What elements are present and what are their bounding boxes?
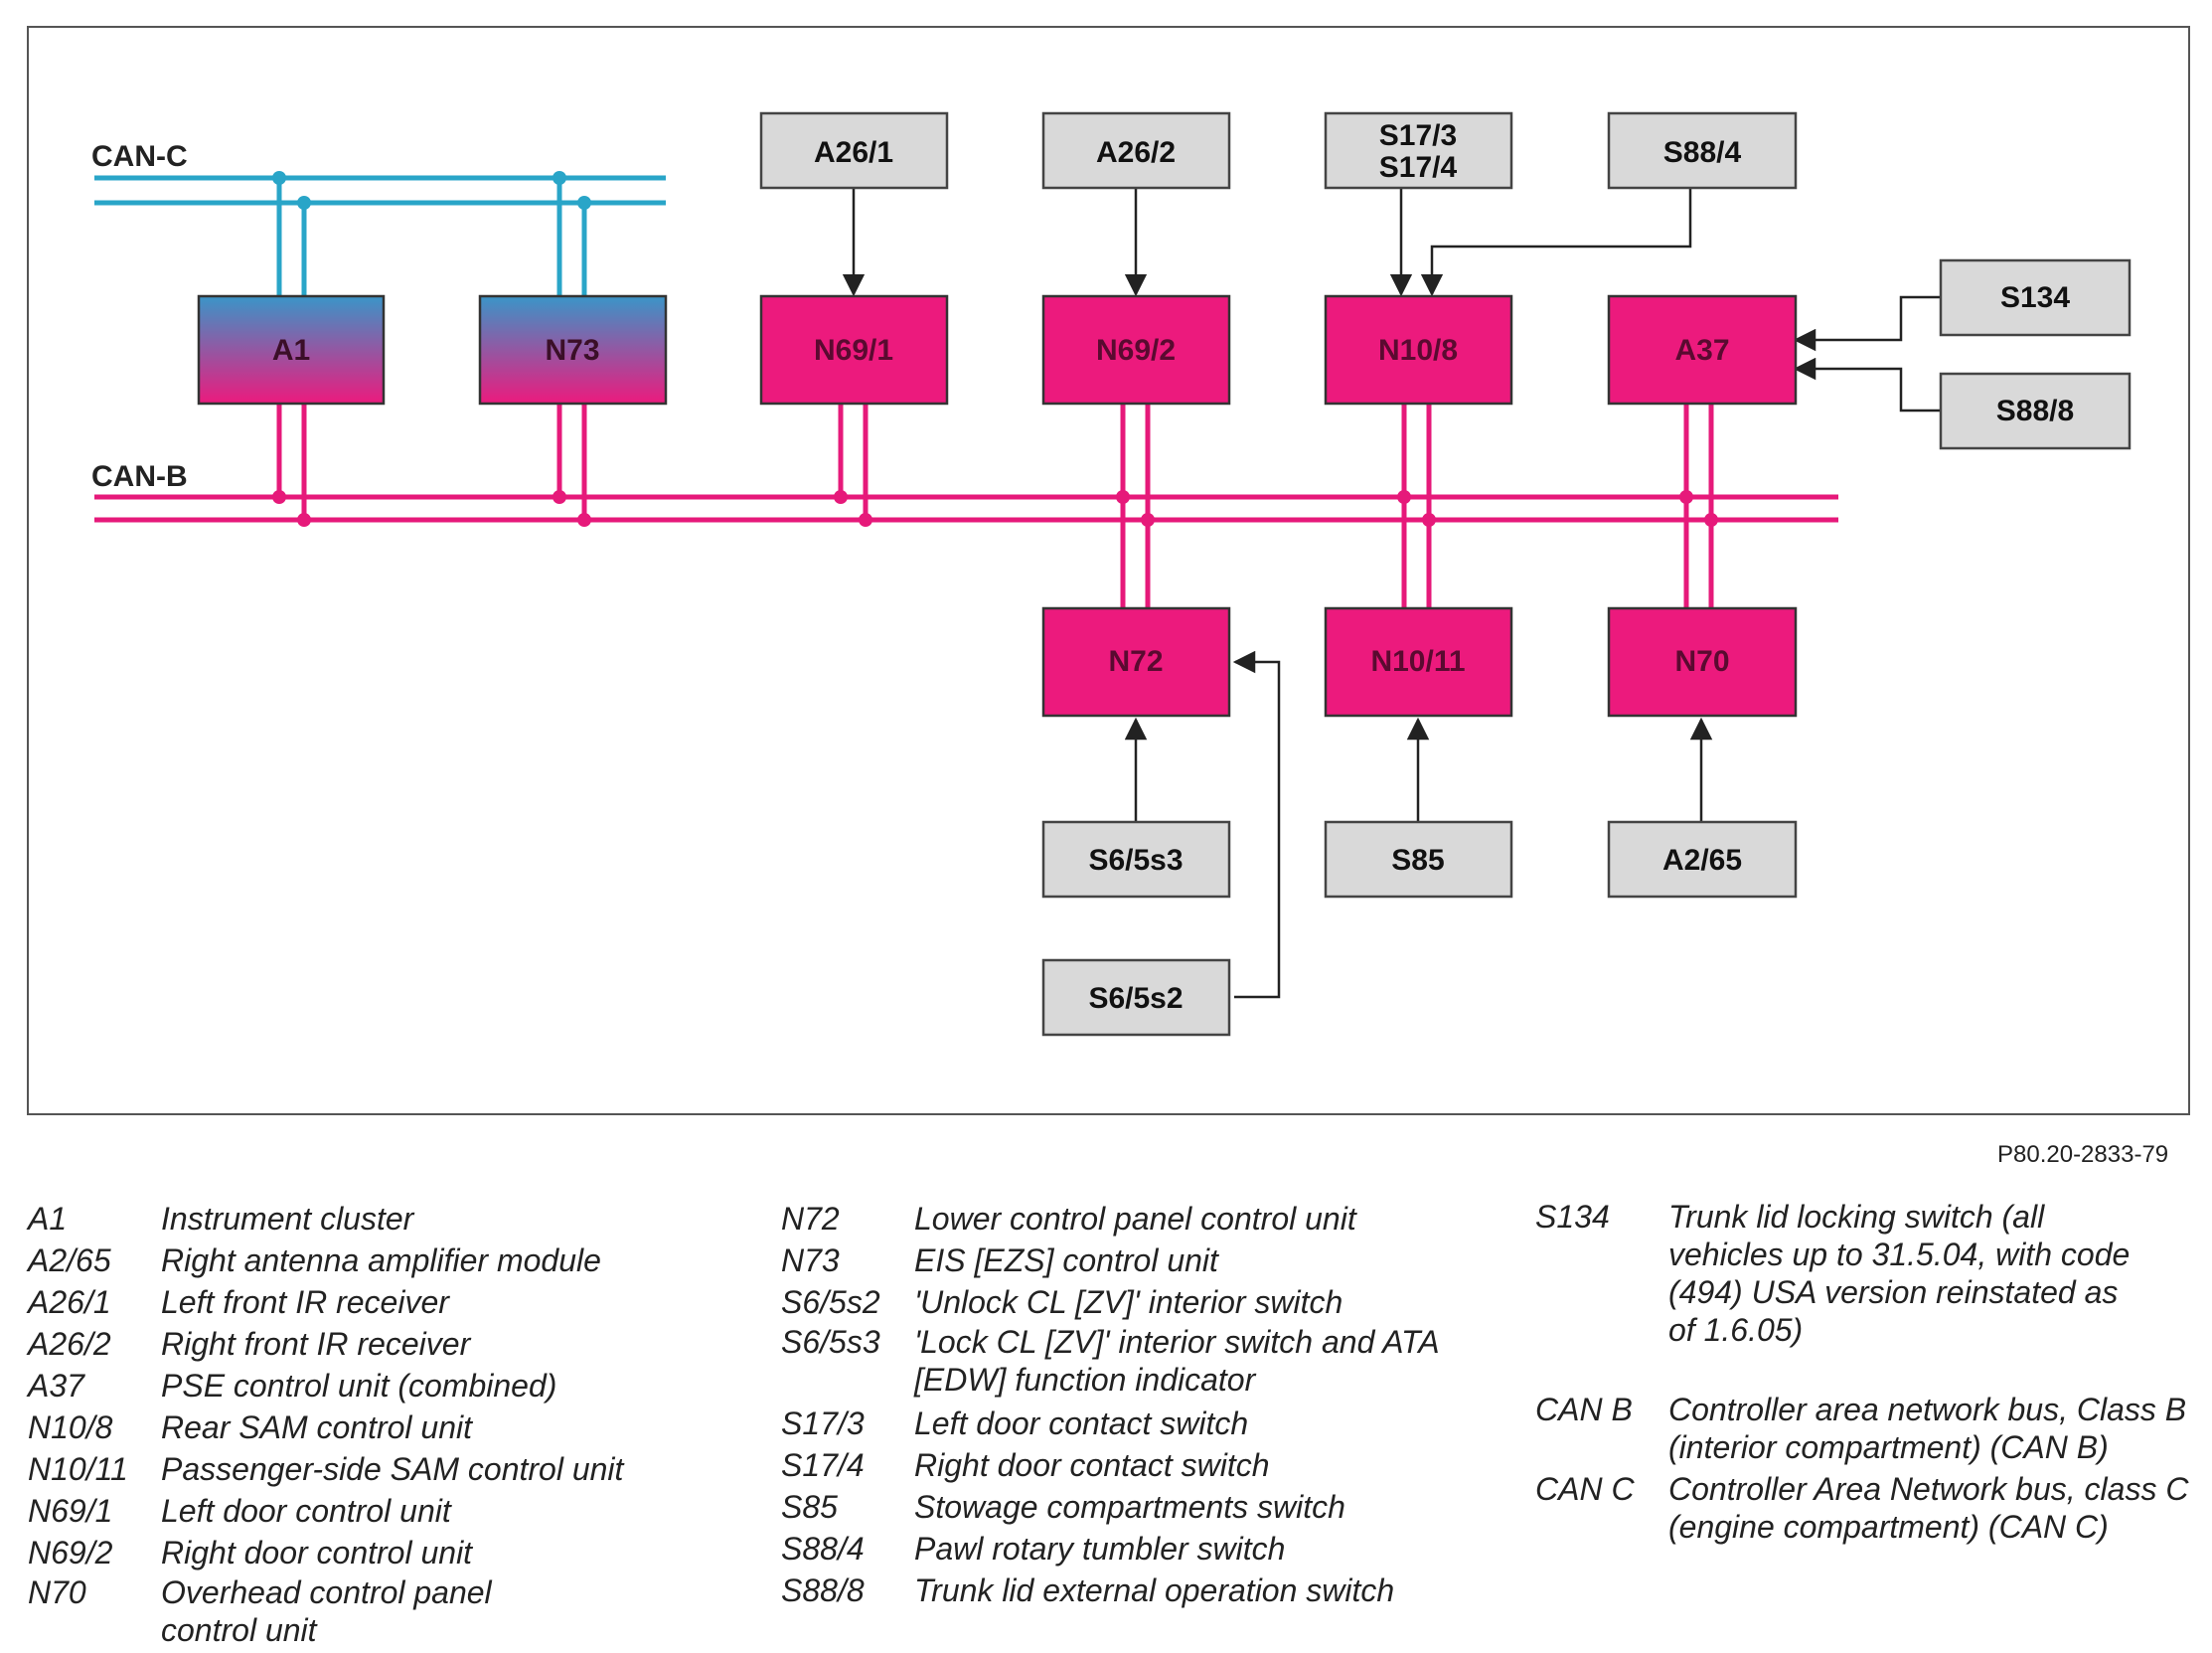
signal-lines: [842, 189, 1941, 999]
legend-entry: S6/5s3'Lock CL [ZV]' interior switch and…: [781, 1324, 1439, 1398]
svg-text:A37: A37: [1674, 334, 1729, 367]
can-c-junctions: [272, 171, 591, 210]
svg-text:S17/4: S17/4: [1379, 151, 1458, 184]
arrow-s88-8-to-a37: [1793, 357, 1941, 413]
box-s6-5s3: S6/5s3: [1041, 820, 1231, 899]
can-c-bus: [94, 175, 666, 296]
svg-text:A2/65: A2/65: [1662, 844, 1742, 877]
box-n69-2: N69/2: [1041, 294, 1231, 406]
box-a37: A37: [1607, 294, 1798, 406]
svg-text:N69/2: N69/2: [1096, 334, 1176, 367]
box-n10-11: N10/11: [1324, 606, 1513, 718]
svg-text:S88/4: S88/4: [1663, 136, 1742, 169]
box-s134: S134: [1939, 258, 2132, 337]
box-s85: S85: [1324, 820, 1513, 899]
legend-entry: S6/5s2'Unlock CL [ZV]' interior switch: [781, 1284, 1343, 1320]
arrow-s134-to-a37: [1793, 295, 1941, 352]
box-a26-1: A26/1: [759, 111, 949, 190]
svg-text:N72: N72: [1108, 645, 1163, 678]
svg-text:N69/1: N69/1: [814, 334, 893, 367]
svg-text:S88/8: S88/8: [1996, 395, 2074, 427]
box-s88-4: S88/4: [1607, 111, 1798, 190]
svg-text:N70: N70: [1674, 645, 1729, 678]
diagram-frame: [27, 26, 2190, 1115]
can-c-label: CAN-C: [91, 140, 188, 173]
box-n10-8: N10/8: [1324, 294, 1513, 406]
box-a1: A1: [197, 294, 386, 406]
box-s17-3-s17-4: S17/3 S17/4: [1324, 111, 1513, 190]
box-s6-5s2: S6/5s2: [1041, 958, 1231, 1037]
box-a2-65: A2/65: [1607, 820, 1798, 899]
svg-text:S85: S85: [1391, 844, 1444, 877]
svg-text:A26/2: A26/2: [1096, 136, 1176, 169]
can-b-label: CAN-B: [91, 460, 188, 493]
svg-text:A26/1: A26/1: [814, 136, 893, 169]
arrow-s88-4-to-n10-8: [1420, 189, 1692, 297]
svg-text:N73: N73: [545, 334, 599, 367]
box-n69-1: N69/1: [759, 294, 949, 406]
can-b-bus: [94, 404, 1838, 608]
svg-text:S134: S134: [2000, 281, 2070, 314]
box-a26-2: A26/2: [1041, 111, 1231, 190]
box-n72: N72: [1041, 606, 1231, 718]
svg-text:S6/5s2: S6/5s2: [1088, 982, 1183, 1015]
svg-text:S17/3: S17/3: [1379, 119, 1457, 152]
svg-text:A1: A1: [272, 334, 310, 367]
svg-text:S6/5s3: S6/5s3: [1088, 844, 1183, 877]
box-n70: N70: [1607, 606, 1798, 718]
svg-text:N10/11: N10/11: [1370, 645, 1465, 678]
arrow-s6-5s2-to-n72: [1232, 650, 1281, 999]
can-b-junctions: [272, 490, 1718, 527]
figure-code: P80.20-2833-79: [1997, 1141, 2169, 1168]
network-diagram: CAN-C CAN-B: [27, 26, 2190, 1115]
box-s88-8: S88/8: [1939, 372, 2132, 450]
box-n73: N73: [478, 294, 668, 406]
svg-text:N10/8: N10/8: [1378, 334, 1458, 367]
